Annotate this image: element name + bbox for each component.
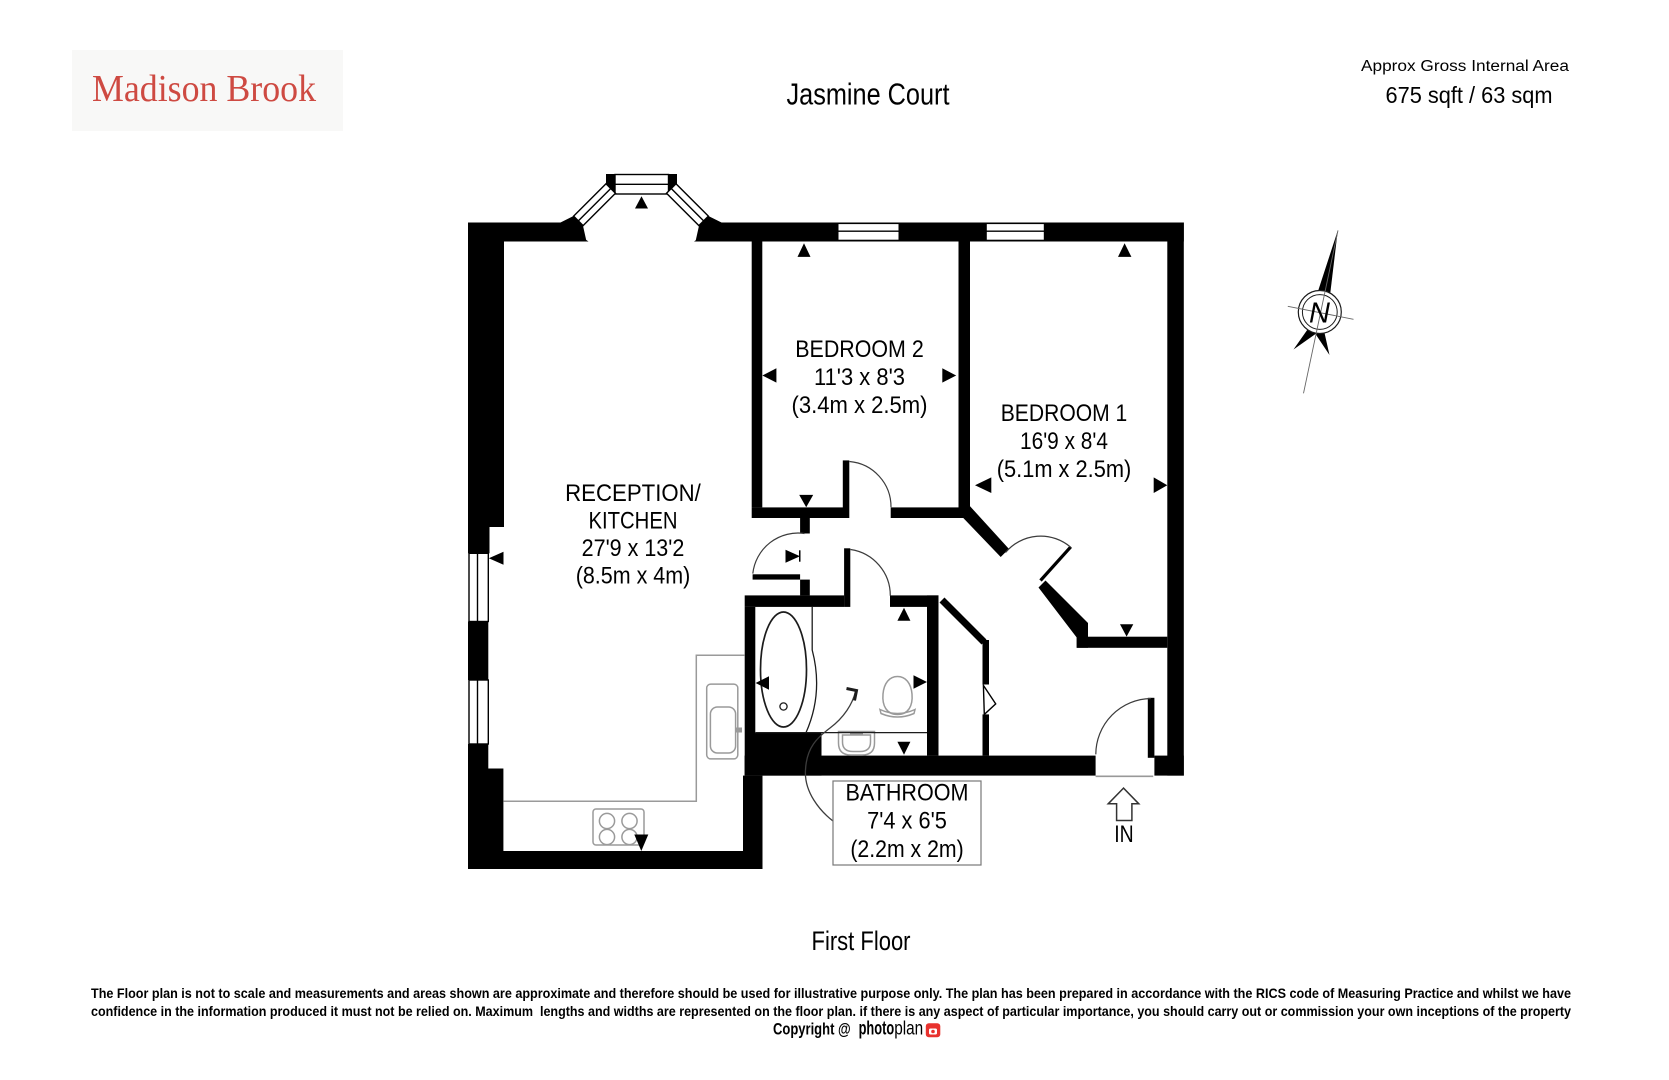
- svg-text:Approx Gross Internal Area: Approx Gross Internal Area: [1361, 58, 1569, 75]
- svg-text:BEDROOM 2: BEDROOM 2: [795, 336, 924, 363]
- svg-text:photo: photo: [859, 1018, 895, 1039]
- svg-text:675 sqft / 63 sqm: 675 sqft / 63 sqm: [1386, 82, 1553, 108]
- svg-text:KITCHEN: KITCHEN: [589, 508, 678, 535]
- svg-text:27'9 x 13'2: 27'9 x 13'2: [582, 535, 685, 562]
- svg-text:11'3 x 8'3: 11'3 x 8'3: [814, 364, 905, 391]
- svg-text:(5.1m x 2.5m): (5.1m x 2.5m): [997, 456, 1132, 483]
- svg-text:(8.5m x 4m): (8.5m x 4m): [576, 563, 691, 590]
- svg-text:7'4 x 6'5: 7'4 x 6'5: [867, 808, 947, 835]
- svg-text:IN: IN: [1114, 821, 1133, 848]
- svg-text:The Floor plan is not to scale: The Floor plan is not to scale and measu…: [91, 986, 1571, 1001]
- svg-text:confidence in the information: confidence in the information produced i…: [91, 1004, 1571, 1019]
- svg-text:First Floor: First Floor: [812, 926, 911, 956]
- svg-text:(2.2m x 2m): (2.2m x 2m): [850, 836, 963, 863]
- svg-text:Copyright @: Copyright @: [773, 1020, 851, 1038]
- svg-text:Jasmine Court: Jasmine Court: [787, 77, 950, 112]
- svg-text:BEDROOM 1: BEDROOM 1: [1001, 400, 1128, 427]
- svg-text:(3.4m x 2.5m): (3.4m x 2.5m): [792, 392, 928, 419]
- svg-text:Madison Brook: Madison Brook: [92, 68, 317, 110]
- svg-text:plan: plan: [894, 1018, 923, 1039]
- svg-text:N: N: [1309, 298, 1330, 330]
- svg-text:16'9 x 8'4: 16'9 x 8'4: [1020, 428, 1108, 455]
- svg-text:RECEPTION/: RECEPTION/: [565, 480, 701, 507]
- svg-text:BATHROOM: BATHROOM: [846, 780, 969, 807]
